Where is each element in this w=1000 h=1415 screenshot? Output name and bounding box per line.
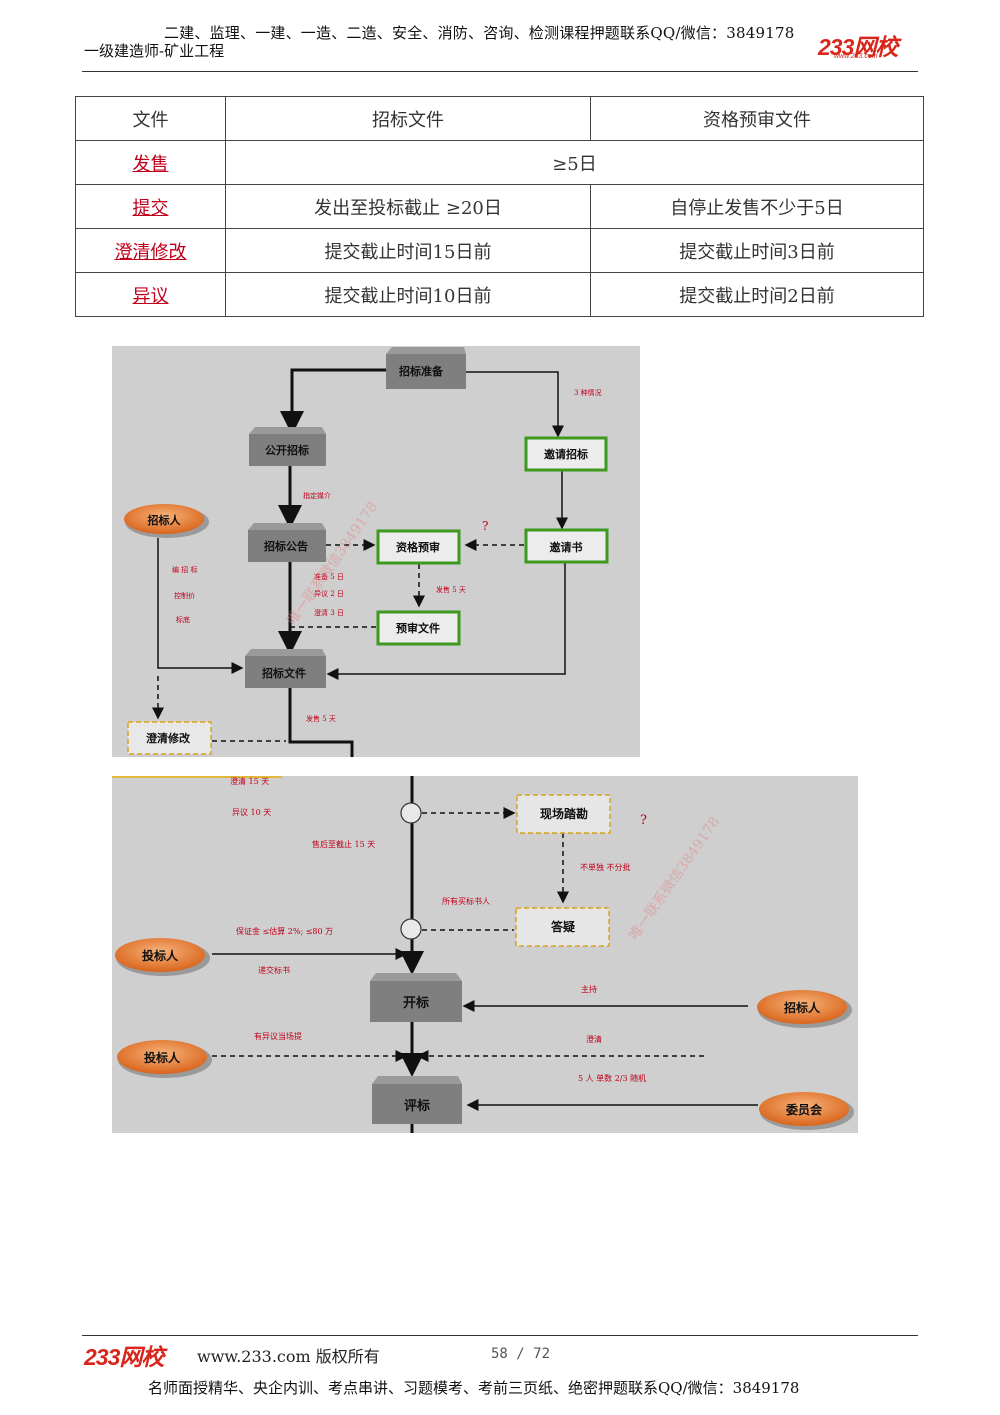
header-logo: 233网校 xyxy=(818,34,898,60)
tender-flow-diagram-bottom: 现场踏勘 答疑 开标 评标 投标人 招标人 投标人 委员会 澄清 15 天 异议… xyxy=(112,776,858,1133)
label-clarify: 澄清 xyxy=(586,1034,602,1044)
row-label-link[interactable]: 发售 xyxy=(75,140,226,185)
node-clarify: 澄清修改 xyxy=(127,721,212,755)
node-opening: 开标 xyxy=(370,973,462,1022)
table-header-cell: 文件 xyxy=(75,96,226,141)
node-site-visit: 现场踏勘 xyxy=(516,794,611,834)
label-nosingle: 不单独 不分批 xyxy=(580,862,631,872)
node-committee-label: 委员会 xyxy=(785,1102,823,1117)
table-header-cell: 招标文件 xyxy=(225,96,591,141)
label-media: 指定媒介 xyxy=(303,491,331,500)
table-row: 提交 发出至投标截止 ≥20日 自停止发售不少于5日 xyxy=(75,184,924,229)
label-sale15: 售后至截止 15 天 xyxy=(312,839,375,849)
node-tenderer-ellipse: 招标人 xyxy=(124,504,209,538)
label-prep5: 准备 5 日 xyxy=(314,572,344,581)
header-subject: 一级建造师-矿业工程 xyxy=(84,42,225,60)
node-evaluation: 评标 xyxy=(372,1076,462,1124)
node-qa-label: 答疑 xyxy=(551,919,575,934)
label-object2: 异议 2 日 xyxy=(314,590,344,598)
node-tenderer2-label: 招标人 xyxy=(784,1000,821,1015)
table-cell: 自停止发售不少于5日 xyxy=(590,184,924,229)
node-letter-label: 邀请书 xyxy=(550,540,583,554)
node-clarify-label: 澄清修改 xyxy=(146,731,191,745)
node-tenderdoc-label: 招标文件 xyxy=(262,666,306,680)
node-opening-label: 开标 xyxy=(403,995,429,1011)
node-predoc-label: 预审文件 xyxy=(396,621,440,635)
label-clarify15: 澄清 15 天 xyxy=(230,776,269,786)
table-header-cell: 资格预审文件 xyxy=(590,96,924,141)
node-tender-doc: 招标文件 xyxy=(245,649,326,688)
header-logo-url: www.233.com xyxy=(834,53,878,60)
row-label-link[interactable]: 异议 xyxy=(75,272,226,317)
label-compile2: 控制价 xyxy=(174,591,195,600)
header-rule xyxy=(82,71,918,72)
node-tenderer-ellipse: 招标人 xyxy=(757,990,852,1028)
label-five: 5 人 单数 2/3 随机 xyxy=(578,1073,646,1083)
node-notice: 招标公告 xyxy=(248,523,326,562)
table-row: 发售 ≥5日 xyxy=(75,140,924,185)
node-bidder-ellipse-1: 投标人 xyxy=(115,938,210,976)
node-bidder1-label: 投标人 xyxy=(142,948,179,963)
node-predoc: 预审文件 xyxy=(376,610,461,646)
header-promo-line: 二建、监理、一建、一造、二造、安全、消防、咨询、检测课程押题联系QQ/微信：38… xyxy=(164,24,795,42)
table-cell: 提交截止时间15日前 xyxy=(225,228,591,273)
comparison-table: 文件 招标文件 资格预审文件 发售 ≥5日 提交 发出至投标截止 ≥20日 自停… xyxy=(75,96,924,317)
node-notice-label: 招标公告 xyxy=(264,539,308,553)
label-submit: 递交标书 xyxy=(258,965,290,975)
junction-circle xyxy=(400,802,422,824)
label-object10: 异议 10 天 xyxy=(232,808,271,817)
label-allbuyers: 所有买标书人 xyxy=(442,896,490,906)
node-evaluation-label: 评标 xyxy=(404,1098,430,1114)
node-prequal-label: 资格预审 xyxy=(396,540,440,554)
label-compile1: 编 招 标 xyxy=(172,565,197,574)
watermark: 唯一联系微信3849178 xyxy=(626,814,723,943)
node-committee-ellipse: 委员会 xyxy=(759,1092,854,1130)
label-deposit: 保证金 ≤估算 2%; ≤80 万 xyxy=(236,926,333,936)
node-invite-label: 邀请招标 xyxy=(544,447,588,461)
table-cell: 提交截止时间3日前 xyxy=(590,228,924,273)
label-compile3: 标底 xyxy=(176,615,190,624)
label-three-cases: 3 种情况 xyxy=(574,388,602,397)
table-cell: 提交截止时间2日前 xyxy=(590,272,924,317)
node-open-tender: 公开招标 xyxy=(249,427,326,466)
table-cell: 发出至投标截止 ≥20日 xyxy=(225,184,591,229)
label-question: ? xyxy=(482,519,488,533)
footer-rule xyxy=(82,1335,918,1336)
node-open-label: 公开招标 xyxy=(265,443,309,457)
node-site-label: 现场踏勘 xyxy=(540,806,588,821)
page-number: 58 / 72 xyxy=(491,1346,551,1362)
table-cell: 提交截止时间10日前 xyxy=(225,272,591,317)
node-letter: 邀请书 xyxy=(524,528,609,564)
footer-url[interactable]: www.233.com 版权所有 xyxy=(197,1347,380,1366)
table-cell: ≥5日 xyxy=(225,140,924,185)
row-label-link[interactable]: 提交 xyxy=(75,184,226,229)
label-clarify3: 澄清 3 日 xyxy=(314,608,344,617)
label-sale5b: 发售 5 天 xyxy=(306,714,336,723)
node-bidder2-label: 投标人 xyxy=(144,1050,181,1065)
node-invite: 邀请招标 xyxy=(524,436,608,472)
label-host: 主持 xyxy=(581,984,597,994)
table-row: 异议 提交截止时间10日前 提交截止时间2日前 xyxy=(75,272,924,317)
footer-promo-line: 名师面授精华、央企内训、考点串讲、习题模考、考前三页纸、绝密押题联系QQ/微信：… xyxy=(148,1379,800,1397)
node-bidder-ellipse-2: 投标人 xyxy=(117,1040,212,1078)
tender-flow-diagram-top: 招标准备 公开招标 招标公告 招标文件 邀请招标 资格预审 邀请书 预审文件 招… xyxy=(112,346,640,757)
node-prequal: 资格预审 xyxy=(376,529,461,565)
footer-logo: 233网校 xyxy=(84,1344,164,1370)
row-label-link[interactable]: 澄清修改 xyxy=(75,228,226,273)
label-sale5a: 发售 5 天 xyxy=(436,585,466,594)
node-prep: 招标准备 xyxy=(386,347,466,389)
label-question2: ? xyxy=(640,813,647,828)
node-prep-label: 招标准备 xyxy=(399,364,444,378)
node-qa: 答疑 xyxy=(515,907,610,947)
junction-circle xyxy=(400,918,422,940)
node-tenderer-label: 招标人 xyxy=(148,513,182,527)
label-objection: 有异议当场提 xyxy=(254,1031,302,1041)
table-row: 澄清修改 提交截止时间15日前 提交截止时间3日前 xyxy=(75,228,924,273)
table-header-row: 文件 招标文件 资格预审文件 xyxy=(75,96,924,141)
